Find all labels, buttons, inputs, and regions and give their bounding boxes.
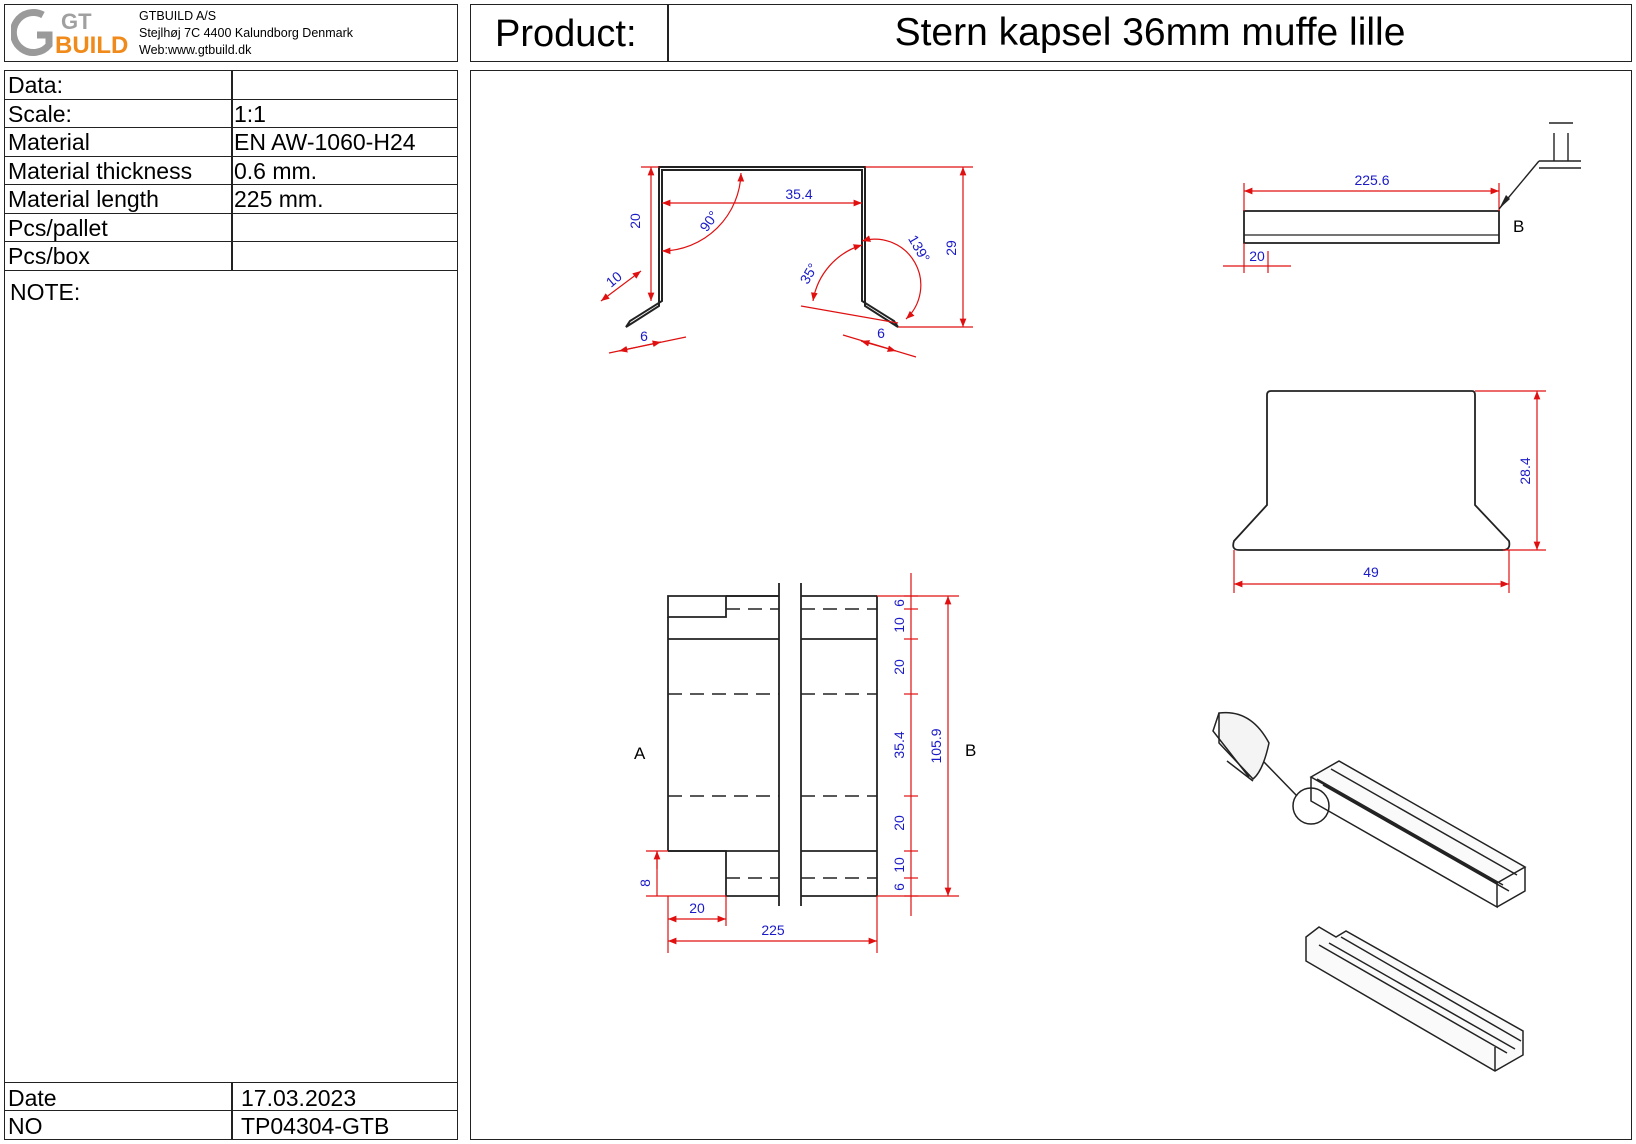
flat-label-b: B — [965, 741, 976, 760]
side-view: 225.6 20 B — [1223, 122, 1581, 273]
dim-lip-right: 6 — [877, 325, 885, 341]
dim-angle-left: 90° — [696, 208, 721, 235]
flat-label-a: A — [634, 744, 646, 763]
number-row: NO TP04304-GTB — [5, 1110, 457, 1139]
logo-build-text: BUILD — [55, 32, 128, 59]
dim-angle-small: 35° — [796, 260, 820, 286]
company-name: GTBUILD A/S — [139, 9, 217, 23]
dim-seg-3: 20 — [891, 659, 907, 675]
dim-lip-left: 6 — [640, 328, 648, 344]
dim-side-offset: 20 — [1249, 248, 1265, 264]
info-value: 1:1 — [234, 100, 266, 127]
dim-leg: 20 — [627, 213, 643, 229]
dim-notch-length: 20 — [689, 900, 705, 916]
profile-view: 35.4 20 29 90° 139° 35° 10 6 6 — [600, 166, 973, 358]
product-header: Product: Stern kapsel 36mm muffe lille — [470, 4, 1632, 62]
info-value: 225 mm. — [234, 186, 324, 212]
company-info: GTBUILD A/S Stejlhøj 7C 4400 Kalundborg … — [139, 8, 353, 59]
dim-flange: 10 — [603, 268, 625, 290]
info-key: Pcs/pallet — [8, 214, 108, 241]
dim-seg-2: 10 — [891, 617, 907, 633]
info-table: Data: Scale: 1:1 Material EN AW-1060-H24… — [4, 70, 458, 1140]
number-value: TP04304-GTB — [241, 1113, 390, 1139]
dim-end-height: 28.4 — [1517, 457, 1533, 484]
dim-seg-5: 20 — [891, 815, 907, 831]
info-value: 0.6 mm. — [234, 157, 318, 184]
info-row-material: Material EN AW-1060-H24 — [5, 128, 457, 157]
dim-notch-depth: 8 — [637, 879, 653, 887]
company-header: GT BUILD GTBUILD A/S Stejlhøj 7C 4400 Ka… — [4, 4, 458, 62]
gtbuild-logo: GT BUILD — [11, 9, 128, 59]
info-key: Material — [8, 129, 90, 155]
info-column-divider — [231, 71, 233, 271]
dim-length: 225 — [761, 922, 785, 938]
info-key: Data: — [8, 72, 63, 98]
dim-end-width: 49 — [1363, 564, 1379, 580]
product-divider — [667, 5, 669, 61]
dim-height: 29 — [943, 240, 959, 256]
info-row-length: Material length 225 mm. — [5, 185, 457, 214]
dim-seg-6: 10 — [891, 857, 907, 873]
company-address: Stejlhøj 7C 4400 Kalundborg Denmark — [139, 26, 354, 40]
number-label: NO — [8, 1113, 43, 1139]
info-row-pcs-pallet: Pcs/pallet — [5, 214, 457, 242]
isometric-view-top — [1212, 711, 1527, 909]
isometric-view-bottom — [1305, 926, 1524, 1072]
company-web: Web:www.gtbuild.dk — [139, 43, 252, 57]
dim-total: 105.9 — [928, 728, 944, 763]
info-key: Scale: — [8, 100, 72, 127]
end-view: 28.4 49 — [1232, 390, 1546, 593]
drawing-area: 35.4 20 29 90° 139° 35° 10 6 6 — [470, 70, 1632, 1140]
product-title: Stern kapsel 36mm muffe lille — [894, 11, 1406, 54]
dim-angle-right: 139° — [905, 232, 933, 265]
info-row-data: Data: — [5, 71, 457, 100]
dim-seg-1: 6 — [891, 599, 907, 607]
flat-pattern-view: 6 10 20 35.4 20 10 6 105.9 8 20 225 A B — [634, 573, 976, 953]
product-label: Product: — [495, 13, 637, 55]
dim-width: 35.4 — [785, 186, 812, 202]
info-row-scale: Scale: 1:1 — [5, 100, 457, 128]
technical-drawing: 35.4 20 29 90° 139° 35° 10 6 6 — [600, 122, 1581, 1072]
info-key: Material thickness — [8, 157, 193, 184]
logo-gt-text: GT — [61, 9, 92, 34]
note-label: NOTE: — [10, 279, 81, 305]
info-value: EN AW-1060-H24 — [234, 129, 416, 155]
side-label-b: B — [1513, 217, 1524, 236]
date-row: Date 17.03.2023 — [5, 1082, 457, 1111]
info-key: Pcs/box — [8, 243, 90, 269]
date-value: 17.03.2023 — [241, 1085, 357, 1111]
dim-seg-7: 6 — [891, 883, 907, 891]
info-row-thickness: Material thickness 0.6 mm. — [5, 157, 457, 185]
date-label: Date — [8, 1085, 57, 1111]
dim-seg-4: 35.4 — [891, 731, 907, 758]
dim-side-length: 225.6 — [1354, 172, 1389, 188]
info-row-pcs-box: Pcs/box — [5, 242, 457, 271]
info-key: Material length — [8, 186, 159, 212]
